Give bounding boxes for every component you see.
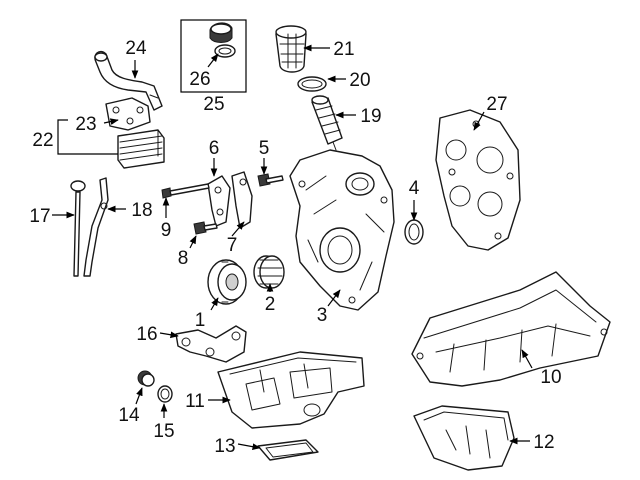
upper-oil-pan-part [217,351,365,429]
callout-7: 7 [227,235,238,256]
timing-cover-part [289,149,395,311]
o-ring-part [297,76,327,92]
callout-4: 4 [409,178,420,199]
callout-3: 3 [317,305,328,326]
callout-10: 10 [540,367,561,388]
breather-hose-part [94,50,163,111]
callout-8: 8 [178,248,189,269]
oil-cooler-gasket-part [105,97,151,131]
callout-5: 5 [259,138,270,159]
timing-cover-gasket-part [435,109,521,251]
callout-22: 22 [32,130,53,151]
callout-27: 27 [486,94,507,115]
callout-26: 26 [189,69,210,90]
oil-pan-assembly-part [411,271,611,387]
drain-plug-part [137,370,155,387]
callout-16: 16 [136,324,157,345]
oil-cooler-part [117,129,165,169]
group-22-bracket [57,119,118,155]
callout-18: 18 [131,200,152,221]
tensioner-arm-part [231,171,253,229]
tensioner-pulley-part [253,255,285,289]
dipstick-tube-part [83,177,109,277]
dipstick-part [70,180,86,277]
callout-23: 23 [75,114,96,135]
callout-24: 24 [125,38,147,59]
long-bolt-part [161,183,210,199]
leader-lines [52,44,533,450]
callout-15: 15 [153,421,174,442]
callout-12: 12 [533,432,554,453]
seal-part [404,219,424,245]
cap-group-box [180,19,247,93]
callout-19: 19 [360,106,381,127]
crankshaft-pulley-part [207,259,247,305]
drain-washer-part [157,385,173,403]
callout-21: 21 [333,39,354,60]
oil-filter-element-part [311,95,343,151]
bolt-5-part [257,173,284,187]
callout-2: 2 [265,294,276,315]
callout-20: 20 [349,70,370,91]
oil-filter-housing-part [275,25,307,73]
oil-pan-gasket-part [257,439,319,461]
callout-14: 14 [118,405,140,426]
support-bracket-part [175,325,247,363]
bolt-8-part [193,221,218,235]
callout-1: 1 [195,310,206,331]
callout-9: 9 [161,220,172,241]
lower-oil-pan-part [413,405,515,471]
callout-25: 25 [203,94,224,115]
callout-17: 17 [29,206,50,227]
oil-filler-cap-part [209,22,236,58]
bracket-6-part [207,175,231,227]
callout-13: 13 [214,436,235,457]
callout-6: 6 [209,138,220,159]
callout-11: 11 [185,391,205,412]
